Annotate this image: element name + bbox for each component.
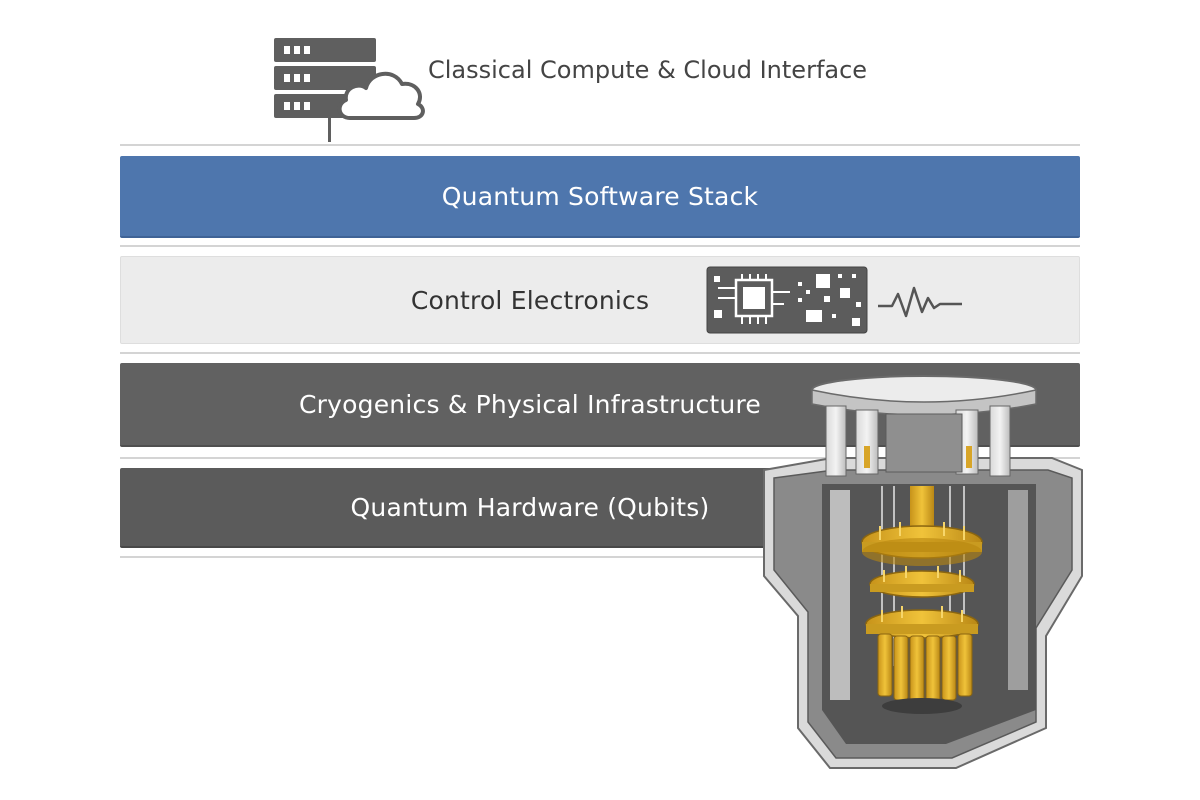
circuit-board-icon	[706, 266, 868, 334]
layer-label: Quantum Hardware (Qubits)	[350, 492, 710, 522]
dilution-refrigerator-icon	[763, 375, 1083, 769]
layer-control-electronics: Control Electronics	[120, 256, 1080, 344]
waveform-icon	[878, 286, 962, 318]
separator	[120, 457, 1080, 459]
layer-label: Quantum Software Stack	[441, 181, 759, 211]
layer-quantum-software-stack: Quantum Software Stack	[120, 156, 1080, 238]
layer-label: Control Electronics	[410, 285, 650, 315]
separator	[120, 556, 1080, 558]
layer-label: Cryogenics & Physical Infrastructure	[299, 389, 761, 419]
classical-compute-label: Classical Compute & Cloud Interface	[428, 56, 868, 84]
separator	[120, 144, 1080, 146]
separator	[120, 245, 1080, 247]
cloud-icon	[337, 72, 425, 120]
separator	[120, 352, 1080, 354]
